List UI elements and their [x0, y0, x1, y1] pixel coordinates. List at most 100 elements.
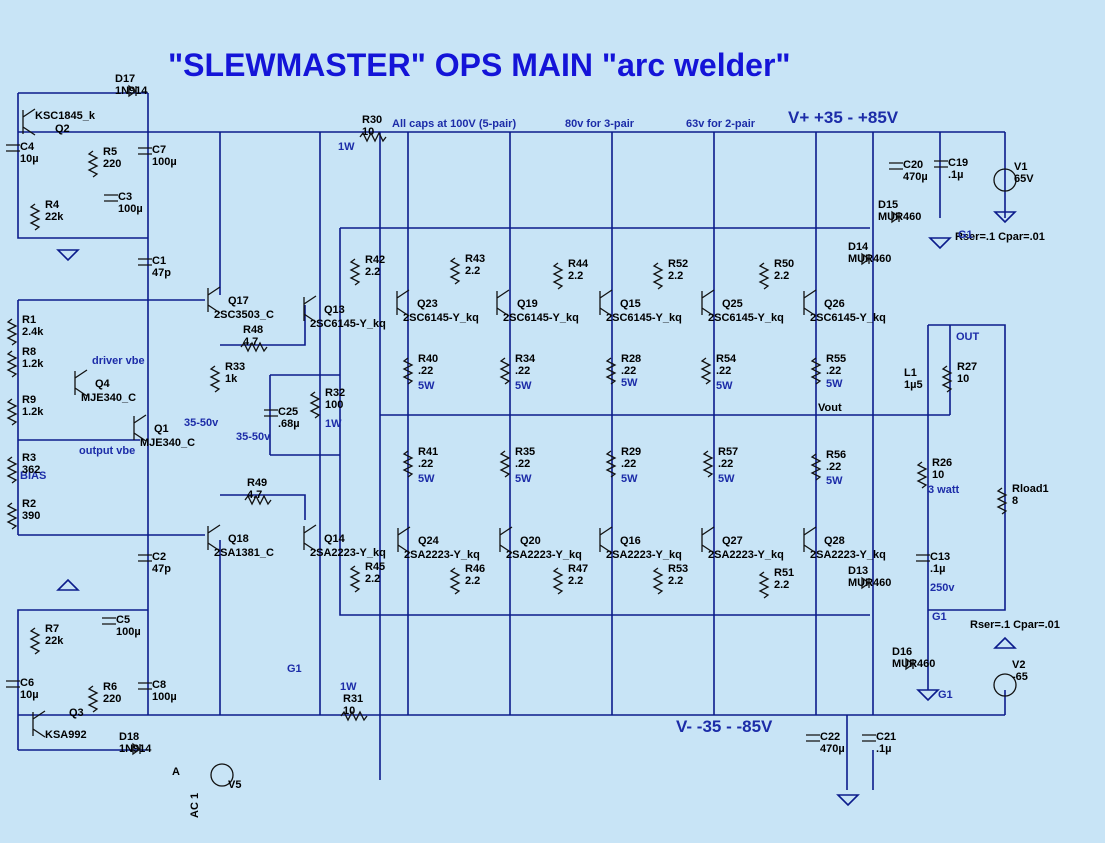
transistor-ref: Q18: [228, 533, 249, 545]
component-value: 1N914: [119, 743, 152, 755]
component-value: .68µ: [278, 418, 300, 430]
component-value: 2.2: [774, 579, 789, 591]
component-value: 362: [22, 464, 40, 476]
transistor-ref: Q1: [154, 423, 169, 435]
transistor-model: KSA992: [45, 729, 87, 741]
component-ref: C2: [152, 551, 166, 563]
component-value: 47p: [152, 267, 171, 279]
component-ref: C5: [116, 614, 130, 626]
component-ref: R7: [45, 623, 59, 635]
component-r8: R81.2k: [22, 346, 44, 370]
transistor-ref: Q14: [324, 533, 346, 545]
component-value: 2.4k: [22, 326, 44, 338]
power-rating-5w: 5W: [515, 473, 532, 485]
component-value: 470µ: [820, 743, 845, 755]
component-value: 100µ: [152, 156, 177, 168]
transistor-model: MJE340_C: [140, 437, 195, 449]
component-ref: R5: [103, 146, 117, 158]
component-value: 10µ: [20, 689, 39, 701]
note-caps5: All caps at 100V (5-pair): [392, 118, 516, 130]
power-rating-5w: 5W: [826, 475, 843, 487]
transistor-model: 2SA2223-Y_kq: [606, 549, 682, 561]
component-ref: C8: [152, 679, 166, 691]
transistor-ref: Q25: [722, 298, 743, 310]
note-caps3: 80v for 3-pair: [565, 118, 635, 130]
component-value: 100µ: [152, 691, 177, 703]
component-ref: V2: [1012, 659, 1025, 671]
component-value: 10: [957, 373, 969, 385]
component-value: 10µ: [20, 153, 39, 165]
power-rating-w3: 1W: [325, 418, 342, 430]
component-ref: R29: [621, 446, 641, 458]
transistor-model: 2SA2223-Y_kq: [810, 549, 886, 561]
transistor-ref: Q24: [418, 535, 440, 547]
component-ref: D15: [878, 199, 898, 211]
power-rating-5w: 5W: [515, 380, 532, 392]
component-ref: C20: [903, 159, 923, 171]
component-value: 1k: [225, 373, 238, 385]
component-ref: R1: [22, 314, 36, 326]
note-driver-vbe: driver vbe: [92, 355, 145, 367]
component-value: 10: [932, 469, 944, 481]
transistor-model: 2SC6145-Y_kq: [810, 312, 886, 324]
component-value: .22: [418, 365, 433, 377]
power-rating-w2: 1W: [340, 681, 357, 693]
component-ref: R9: [22, 394, 36, 406]
component-ref: R46: [465, 563, 485, 575]
note-g1b: G1: [932, 611, 947, 623]
note-net-a: A: [172, 766, 180, 778]
note-bias: BIAS: [20, 470, 46, 482]
wires: [17, 92, 1006, 790]
component-value: 100µ: [118, 203, 143, 215]
transistor-ref: Q4: [95, 378, 111, 390]
component-value: 100µ: [116, 626, 141, 638]
component-ref: R41: [418, 446, 438, 458]
component-value: 10: [343, 705, 355, 717]
component-ref: C21: [876, 731, 896, 743]
component-c25: C25.68µ: [278, 406, 300, 430]
component-ref: R4: [45, 199, 60, 211]
component-ref: R47: [568, 563, 588, 575]
component-value: 2.2: [668, 575, 683, 587]
component-c13: C13.1µ: [930, 551, 950, 575]
component-ref: R44: [568, 258, 589, 270]
transistor-ref: Q15: [620, 298, 641, 310]
component-value: .1µ: [930, 563, 946, 575]
component-ref: R28: [621, 353, 641, 365]
component-value: 470µ: [903, 171, 928, 183]
transistor-ref: Q19: [517, 298, 538, 310]
negative-rail-label: V- -35 - -85V: [676, 717, 773, 736]
note-caps2: 63v for 2-pair: [686, 118, 756, 130]
component-value: 65V: [1014, 173, 1034, 185]
transistor-model: 2SC6145-Y_kq: [708, 312, 784, 324]
component-r41: R41.22: [418, 446, 438, 470]
component-value: .22: [418, 458, 433, 470]
transistor-q25: Q25 2SC6145-Y_kq: [708, 298, 784, 324]
positive-rail-label: V+ +35 - +85V: [788, 108, 899, 127]
component-ref: C25: [278, 406, 298, 418]
component-ref: R53: [668, 563, 688, 575]
note-g1d: G1: [287, 663, 302, 675]
component-ref: R26: [932, 457, 952, 469]
